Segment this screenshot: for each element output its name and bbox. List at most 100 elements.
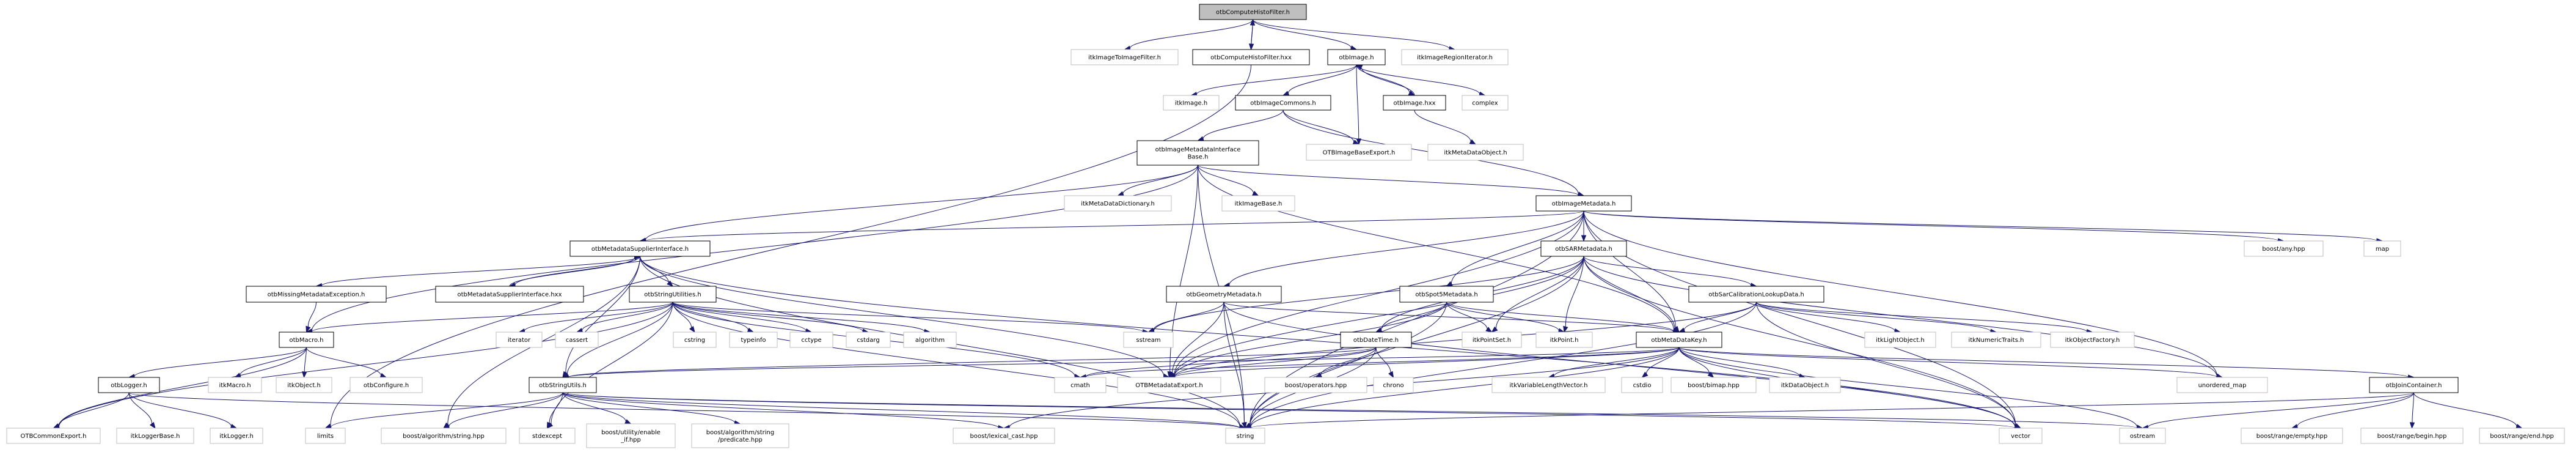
node-box	[1373, 377, 1414, 393]
node-box	[846, 332, 891, 348]
arrowhead-icon	[1491, 326, 1498, 333]
node-label: Base.h	[1188, 154, 1209, 161]
node-box	[2360, 428, 2464, 444]
node-boost-enable-if: boost/utility/enable_if.hpp	[586, 423, 676, 448]
node-label: chrono	[1383, 382, 1403, 389]
node-otb-configure: otbConfigure.h	[349, 377, 423, 393]
node-label: _if.hpp	[620, 437, 641, 443]
node-otb-geometry-metadata[interactable]: otbGeometryMetadata.h	[1166, 286, 1282, 303]
edge-otb-spot5-metadata-to-otb-date-time	[1375, 302, 1447, 333]
node-label: otbImageCommons.h	[1250, 100, 1315, 107]
node-cstdio: cstdio	[1621, 377, 1663, 393]
edge-otb-meta-data-key-to-unordered-map	[1678, 347, 2223, 380]
edge-otb-join-container-to-boost-range-begin	[2409, 392, 2415, 429]
node-box	[1054, 377, 1107, 393]
node-cassert: cassert	[555, 332, 599, 348]
edge-otb-image-to-itk-image	[1190, 64, 1357, 97]
edge-otb-spot5-metadata-to-itk-point-set	[1446, 302, 1493, 333]
arrowhead-icon	[1678, 327, 1686, 333]
node-label: otbLogger.h	[111, 382, 147, 389]
node-box	[1064, 195, 1172, 212]
node-cstring: cstring	[673, 332, 717, 348]
node-label: itkImageRegionIterator.h	[1417, 54, 1493, 61]
node-otb-metadata-supplier-interface-hxx[interactable]: otbMetadataSupplierInterface.hxx	[435, 286, 584, 303]
nodes-layer: otbComputeHistoFilter.hitkImageToImageFi…	[6, 4, 2565, 448]
node-otb-sarmetadata[interactable]: otbSARMetadata.h	[1540, 240, 1627, 257]
node-itk-light-object: itkLightObject.h	[1864, 332, 1936, 348]
node-label: itkObjectFactory.h	[2065, 337, 2120, 344]
node-otb-spot5-metadata[interactable]: otbSpot5Metadata.h	[1399, 286, 1494, 303]
edge-otb-join-container-to-boost-range-end	[2413, 392, 2523, 429]
edge-otb-macro-to-itk-object	[302, 347, 307, 379]
node-vector: vector	[1999, 428, 2043, 444]
node-otb-logger[interactable]: otbLogger.h	[98, 377, 160, 393]
node-otb-string-utilities[interactable]: otbStringUtilities.h	[629, 286, 717, 303]
node-root[interactable]: otbComputeHistoFilter.h	[1199, 4, 1307, 20]
node-cstdarg: cstdarg	[846, 332, 891, 348]
edge-otb-sarmetadata-to-otb-meta-data-key	[1583, 256, 1680, 333]
arrowhead-icon	[689, 325, 695, 333]
node-otb-missing-metadata-exception[interactable]: otbMissingMetadataException.h	[246, 286, 387, 303]
node-label: cstdarg	[857, 337, 879, 344]
node-box	[279, 332, 334, 348]
edge-otb-geometry-metadata-to-otb-meta-data-key	[1223, 302, 1680, 335]
node-otb-compute-histo-filter-hxx[interactable]: otbComputeHistoFilter.hxx	[1192, 49, 1310, 65]
node-otb-meta-data-key[interactable]: otbMetaDataKey.h	[1636, 332, 1722, 348]
edge-otb-macro-to-itk-macro	[234, 347, 307, 378]
edge-root-to-itk-image-region-iterator	[1253, 19, 1456, 51]
node-box	[1327, 49, 1386, 65]
node-boost-algorithm-string: boost/algorithm/string.hpp	[381, 428, 507, 444]
arrowhead-icon	[149, 421, 156, 429]
node-otb-join-container[interactable]: otbJoinContainer.h	[2369, 377, 2459, 393]
node-boost-any: boost/any.hpp	[2244, 240, 2324, 257]
edge-otb-date-time-to-otb-string-utils	[562, 347, 1377, 380]
node-boost-predicate: boost/algorithm/string/predicate.hpp	[691, 423, 789, 448]
node-itk-image-region-iterator: itkImageRegionIterator.h	[1401, 49, 1509, 65]
node-otb-macro[interactable]: otbMacro.h	[279, 332, 334, 348]
node-itk-macro: itkMacro.h	[208, 377, 262, 393]
node-itk-meta-data-dictionary: itkMetaDataDictionary.h	[1064, 195, 1172, 212]
node-cmath: cmath	[1054, 377, 1107, 393]
edge-otb-image-hxx-to-itk-meta-data-object	[1414, 109, 1477, 145]
node-box	[1264, 377, 1367, 393]
node-label: itkMetaDataDictionary.h	[1081, 201, 1155, 207]
node-box	[6, 428, 101, 444]
node-box	[208, 377, 262, 393]
arrowhead-icon	[1388, 371, 1394, 379]
node-label: stdexcept	[532, 433, 562, 440]
node-label: otbStringUtils.h	[539, 382, 587, 389]
node-box	[1462, 95, 1509, 111]
node-box	[691, 423, 789, 448]
edge-otb-meta-data-key-to-itk-variable-length-vector	[1548, 347, 1680, 379]
node-box	[2119, 428, 2166, 444]
node-otb-date-time[interactable]: otbDateTime.h	[1340, 332, 1412, 348]
edge-otb-image-to-complex	[1356, 64, 1486, 97]
node-label: otbConfigure.h	[364, 382, 409, 389]
node-otb-metadata-supplier-interface[interactable]: otbMetadataSupplierInterface.h	[569, 240, 711, 257]
node-label: itkImageBase.h	[1235, 201, 1283, 207]
arrowhead-icon	[1197, 136, 1204, 141]
edge-otb-macro-to-otbcommon-export	[53, 347, 307, 429]
node-sstream: sstream	[1123, 332, 1174, 348]
node-label: otbMissingMetadataException.h	[268, 292, 365, 298]
node-otb-image-metadata[interactable]: otbImageMetadata.h	[1535, 195, 1632, 212]
node-box	[1864, 332, 1936, 348]
node-otb-image-hxx[interactable]: otbImage.hxx	[1383, 95, 1446, 111]
node-label: cassert	[566, 337, 588, 344]
node-label: itkMacro.h	[219, 382, 251, 389]
node-label: otbSarCalibrationLookupData.h	[1708, 292, 1804, 298]
node-label: itkPointSet.h	[1473, 337, 1511, 344]
node-label: cstring	[684, 337, 705, 344]
node-label: boost/range/begin.hpp	[2377, 433, 2447, 440]
node-otb-image[interactable]: otbImage.h	[1327, 49, 1386, 65]
node-otb-sar-calibration-lookup-data[interactable]: otbSarCalibrationLookupData.h	[1688, 286, 1824, 303]
node-otb-string-utils[interactable]: otbStringUtils.h	[529, 377, 597, 393]
arrowhead-icon	[306, 325, 311, 333]
node-otb-image-commons[interactable]: otbImageCommons.h	[1235, 95, 1331, 111]
edge-otb-logger-to-otbcommon-export	[53, 392, 130, 429]
edge-otb-join-container-to-ostream	[2142, 392, 2414, 430]
node-box	[381, 428, 507, 444]
node-label: boost/range/end.hpp	[2490, 433, 2554, 440]
